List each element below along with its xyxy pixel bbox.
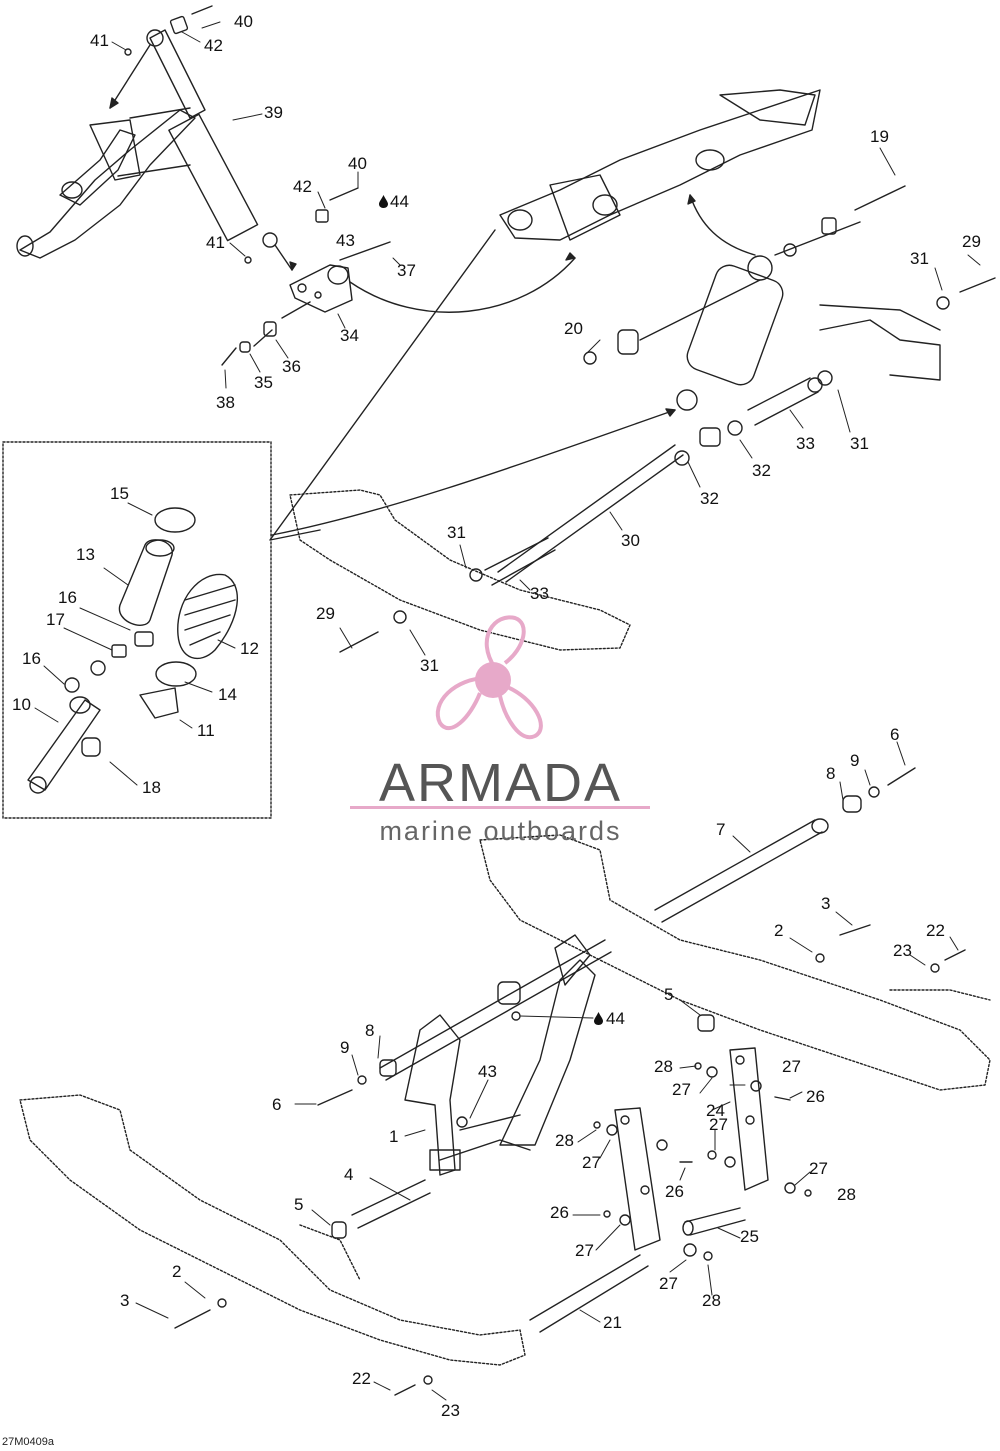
callout: 33 xyxy=(530,584,549,603)
callout: 11 xyxy=(197,721,215,740)
inset-box xyxy=(2,441,272,819)
callout: 28 xyxy=(654,1057,673,1076)
callout: 40 xyxy=(348,154,367,173)
watermark-tagline: marine outboards xyxy=(379,816,622,846)
callout: 20 xyxy=(564,319,583,338)
callout: 27 xyxy=(809,1159,828,1178)
watermark-logo xyxy=(435,615,543,740)
oil-drop-icon xyxy=(594,1012,603,1025)
callout: 21 xyxy=(603,1313,622,1332)
callout: 27 xyxy=(709,1115,728,1134)
callout: 8 xyxy=(826,764,836,783)
callout: 5 xyxy=(294,1195,304,1214)
oil-drop-icon xyxy=(379,195,388,208)
callout: 19 xyxy=(870,127,889,146)
callout: 22 xyxy=(352,1369,371,1388)
callout: 9 xyxy=(850,751,860,770)
callout: 38 xyxy=(216,393,235,412)
callout: 28 xyxy=(837,1185,856,1204)
callout: 42 xyxy=(204,36,223,55)
callout: 32 xyxy=(700,489,719,508)
callout: 27 xyxy=(659,1274,678,1293)
callout: 30 xyxy=(621,531,640,550)
callout: 6 xyxy=(890,725,900,744)
callout: 27 xyxy=(672,1080,691,1099)
callout: 31 xyxy=(850,434,869,453)
callout: 31 xyxy=(420,656,439,675)
callout: 26 xyxy=(806,1087,825,1106)
callout: 42 xyxy=(293,177,312,196)
watermark-brand: ARMADA xyxy=(378,753,623,813)
arrow-41-to-arm xyxy=(109,44,151,109)
watermark-rule xyxy=(350,806,650,809)
callout: 29 xyxy=(962,232,981,251)
front-arm-assembly xyxy=(16,107,196,259)
callout: 27 xyxy=(782,1057,801,1076)
callout: 41 xyxy=(90,31,109,50)
callout: 23 xyxy=(893,941,912,960)
callout: 1 xyxy=(389,1127,399,1146)
callout: 2 xyxy=(172,1262,182,1281)
callout: 28 xyxy=(702,1291,721,1310)
callout: 8 xyxy=(365,1021,375,1040)
callout: 12 xyxy=(240,639,259,658)
callout: 9 xyxy=(340,1038,350,1057)
callout: 24 xyxy=(706,1101,725,1120)
callout: 29 xyxy=(316,604,335,623)
callout: 13 xyxy=(76,545,95,564)
callout: 23 xyxy=(441,1401,460,1420)
callout: 35 xyxy=(254,373,273,392)
callout: 26 xyxy=(550,1203,569,1222)
callout: 28 xyxy=(555,1131,574,1150)
bracket-34 xyxy=(289,264,353,313)
callout: 25 xyxy=(740,1227,759,1246)
left-frame-rail xyxy=(19,1094,526,1366)
inset-shock-parts xyxy=(27,507,239,794)
callout: 6 xyxy=(272,1095,282,1114)
callout: 44 xyxy=(606,1009,625,1028)
callout: 33 xyxy=(796,434,815,453)
callout: 44 xyxy=(390,192,409,211)
callout: 10 xyxy=(12,695,31,714)
callout: 2 xyxy=(774,921,784,940)
diagram-code: 27M0409a xyxy=(2,1436,54,1448)
shock-39 xyxy=(146,29,278,248)
callout: 39 xyxy=(264,103,283,122)
arm-1 xyxy=(404,934,596,1176)
callout: 5 xyxy=(664,985,674,1004)
callout: 32 xyxy=(752,461,771,480)
callout: 27 xyxy=(575,1241,594,1260)
right-frame-rail xyxy=(479,834,991,1091)
rear-arm-assembly xyxy=(499,89,821,241)
callout: 43 xyxy=(478,1062,497,1081)
callout: 16 xyxy=(22,649,41,668)
callout: 18 xyxy=(142,778,161,797)
callout: 36 xyxy=(282,357,301,376)
shaft-30 xyxy=(497,444,684,583)
callout: 31 xyxy=(447,523,466,542)
callout: 37 xyxy=(397,261,416,280)
callout: 27 xyxy=(582,1153,601,1172)
callout: 14 xyxy=(218,685,237,704)
link-24 xyxy=(614,1047,769,1251)
callout: 4 xyxy=(344,1165,354,1184)
callout: 7 xyxy=(716,820,726,839)
callout: 41 xyxy=(206,233,225,252)
callout: 22 xyxy=(926,921,945,940)
callout: 17 xyxy=(46,610,65,629)
callout: 3 xyxy=(821,894,831,913)
shock-20 xyxy=(676,255,784,411)
shaft-7 xyxy=(654,819,823,923)
callout: 43 xyxy=(336,231,355,250)
upper-frame-rail xyxy=(289,304,941,651)
callout: 15 xyxy=(110,484,129,503)
callout: 16 xyxy=(58,588,77,607)
callout: 34 xyxy=(340,326,359,345)
callout: 40 xyxy=(234,12,253,31)
callout: 26 xyxy=(665,1182,684,1201)
callout: 3 xyxy=(120,1291,130,1310)
callout: 31 xyxy=(910,249,929,268)
